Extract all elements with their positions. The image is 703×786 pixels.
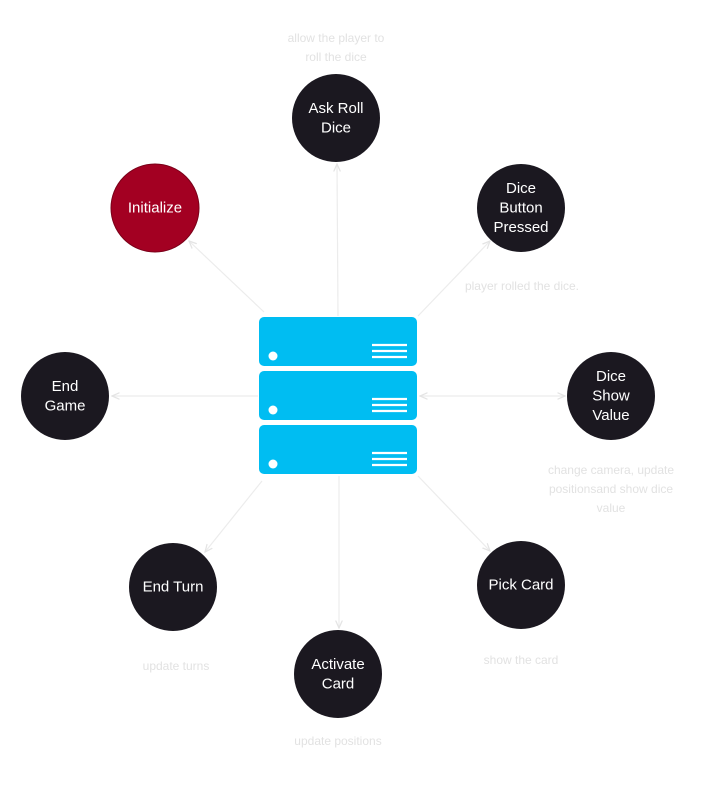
edge-initialize — [189, 241, 265, 313]
note-dice-show-value: change camera, update — [548, 463, 674, 477]
node-circle[interactable] — [477, 541, 565, 629]
node-label: Activate — [311, 656, 364, 673]
note-pick-card: show the card — [484, 653, 559, 667]
edges — [112, 164, 565, 628]
node-label: Card — [322, 675, 355, 692]
edge-dice-button-pressed — [417, 241, 490, 317]
node-label: Pick Card — [488, 577, 553, 594]
nodes: Ask RollDiceDiceButtonPressedDiceShowVal… — [21, 74, 655, 718]
note-ask-roll-dice: roll the dice — [305, 50, 367, 64]
node-label: End — [52, 378, 79, 395]
node-label: Dice — [596, 368, 626, 385]
note-dice-show-value: value — [597, 501, 626, 515]
node-circle[interactable] — [477, 164, 565, 252]
node-circle[interactable] — [292, 74, 380, 162]
note-dice-show-value: positionsand show dice — [549, 482, 673, 496]
note-ask-roll-dice: allow the player to — [288, 31, 385, 45]
node-label: Dice — [321, 119, 351, 136]
node-circle[interactable] — [567, 352, 655, 440]
node-circle[interactable] — [21, 352, 109, 440]
node-circle[interactable] — [294, 630, 382, 718]
notes: allow the player to roll the dice player r… — [143, 31, 675, 748]
server-unit-bottom — [259, 425, 417, 474]
node-initialize[interactable]: Initialize — [110, 163, 200, 253]
note-dice-button-pressed: player rolled the dice. — [465, 279, 579, 293]
server-unit-middle — [259, 371, 417, 420]
node-label: Button — [499, 200, 542, 217]
node-label: Value — [592, 407, 629, 424]
node-label: Initialize — [128, 200, 182, 217]
node-label: Ask Roll — [308, 100, 363, 117]
node-circle[interactable] — [110, 163, 200, 253]
node-pick-card[interactable]: Pick Card — [477, 541, 565, 629]
note-end-turn: update turns — [143, 659, 210, 673]
edge-end-turn — [205, 480, 263, 552]
node-label: Dice — [506, 180, 536, 197]
node-end-turn[interactable]: End Turn — [129, 543, 217, 631]
edge-pick-card — [417, 475, 490, 551]
node-label: Game — [45, 397, 86, 414]
node-label: Pressed — [493, 219, 548, 236]
server-unit-top — [259, 317, 417, 366]
server-led-top — [268, 351, 278, 361]
node-label: End Turn — [143, 579, 204, 596]
server-led-middle — [268, 405, 278, 415]
server-icon — [259, 317, 417, 474]
edge-ask-roll-dice — [337, 164, 338, 317]
note-activate-card: update positions — [294, 734, 381, 748]
node-label: Show — [592, 388, 630, 405]
node-circle[interactable] — [129, 543, 217, 631]
server-led-bottom — [268, 459, 278, 469]
